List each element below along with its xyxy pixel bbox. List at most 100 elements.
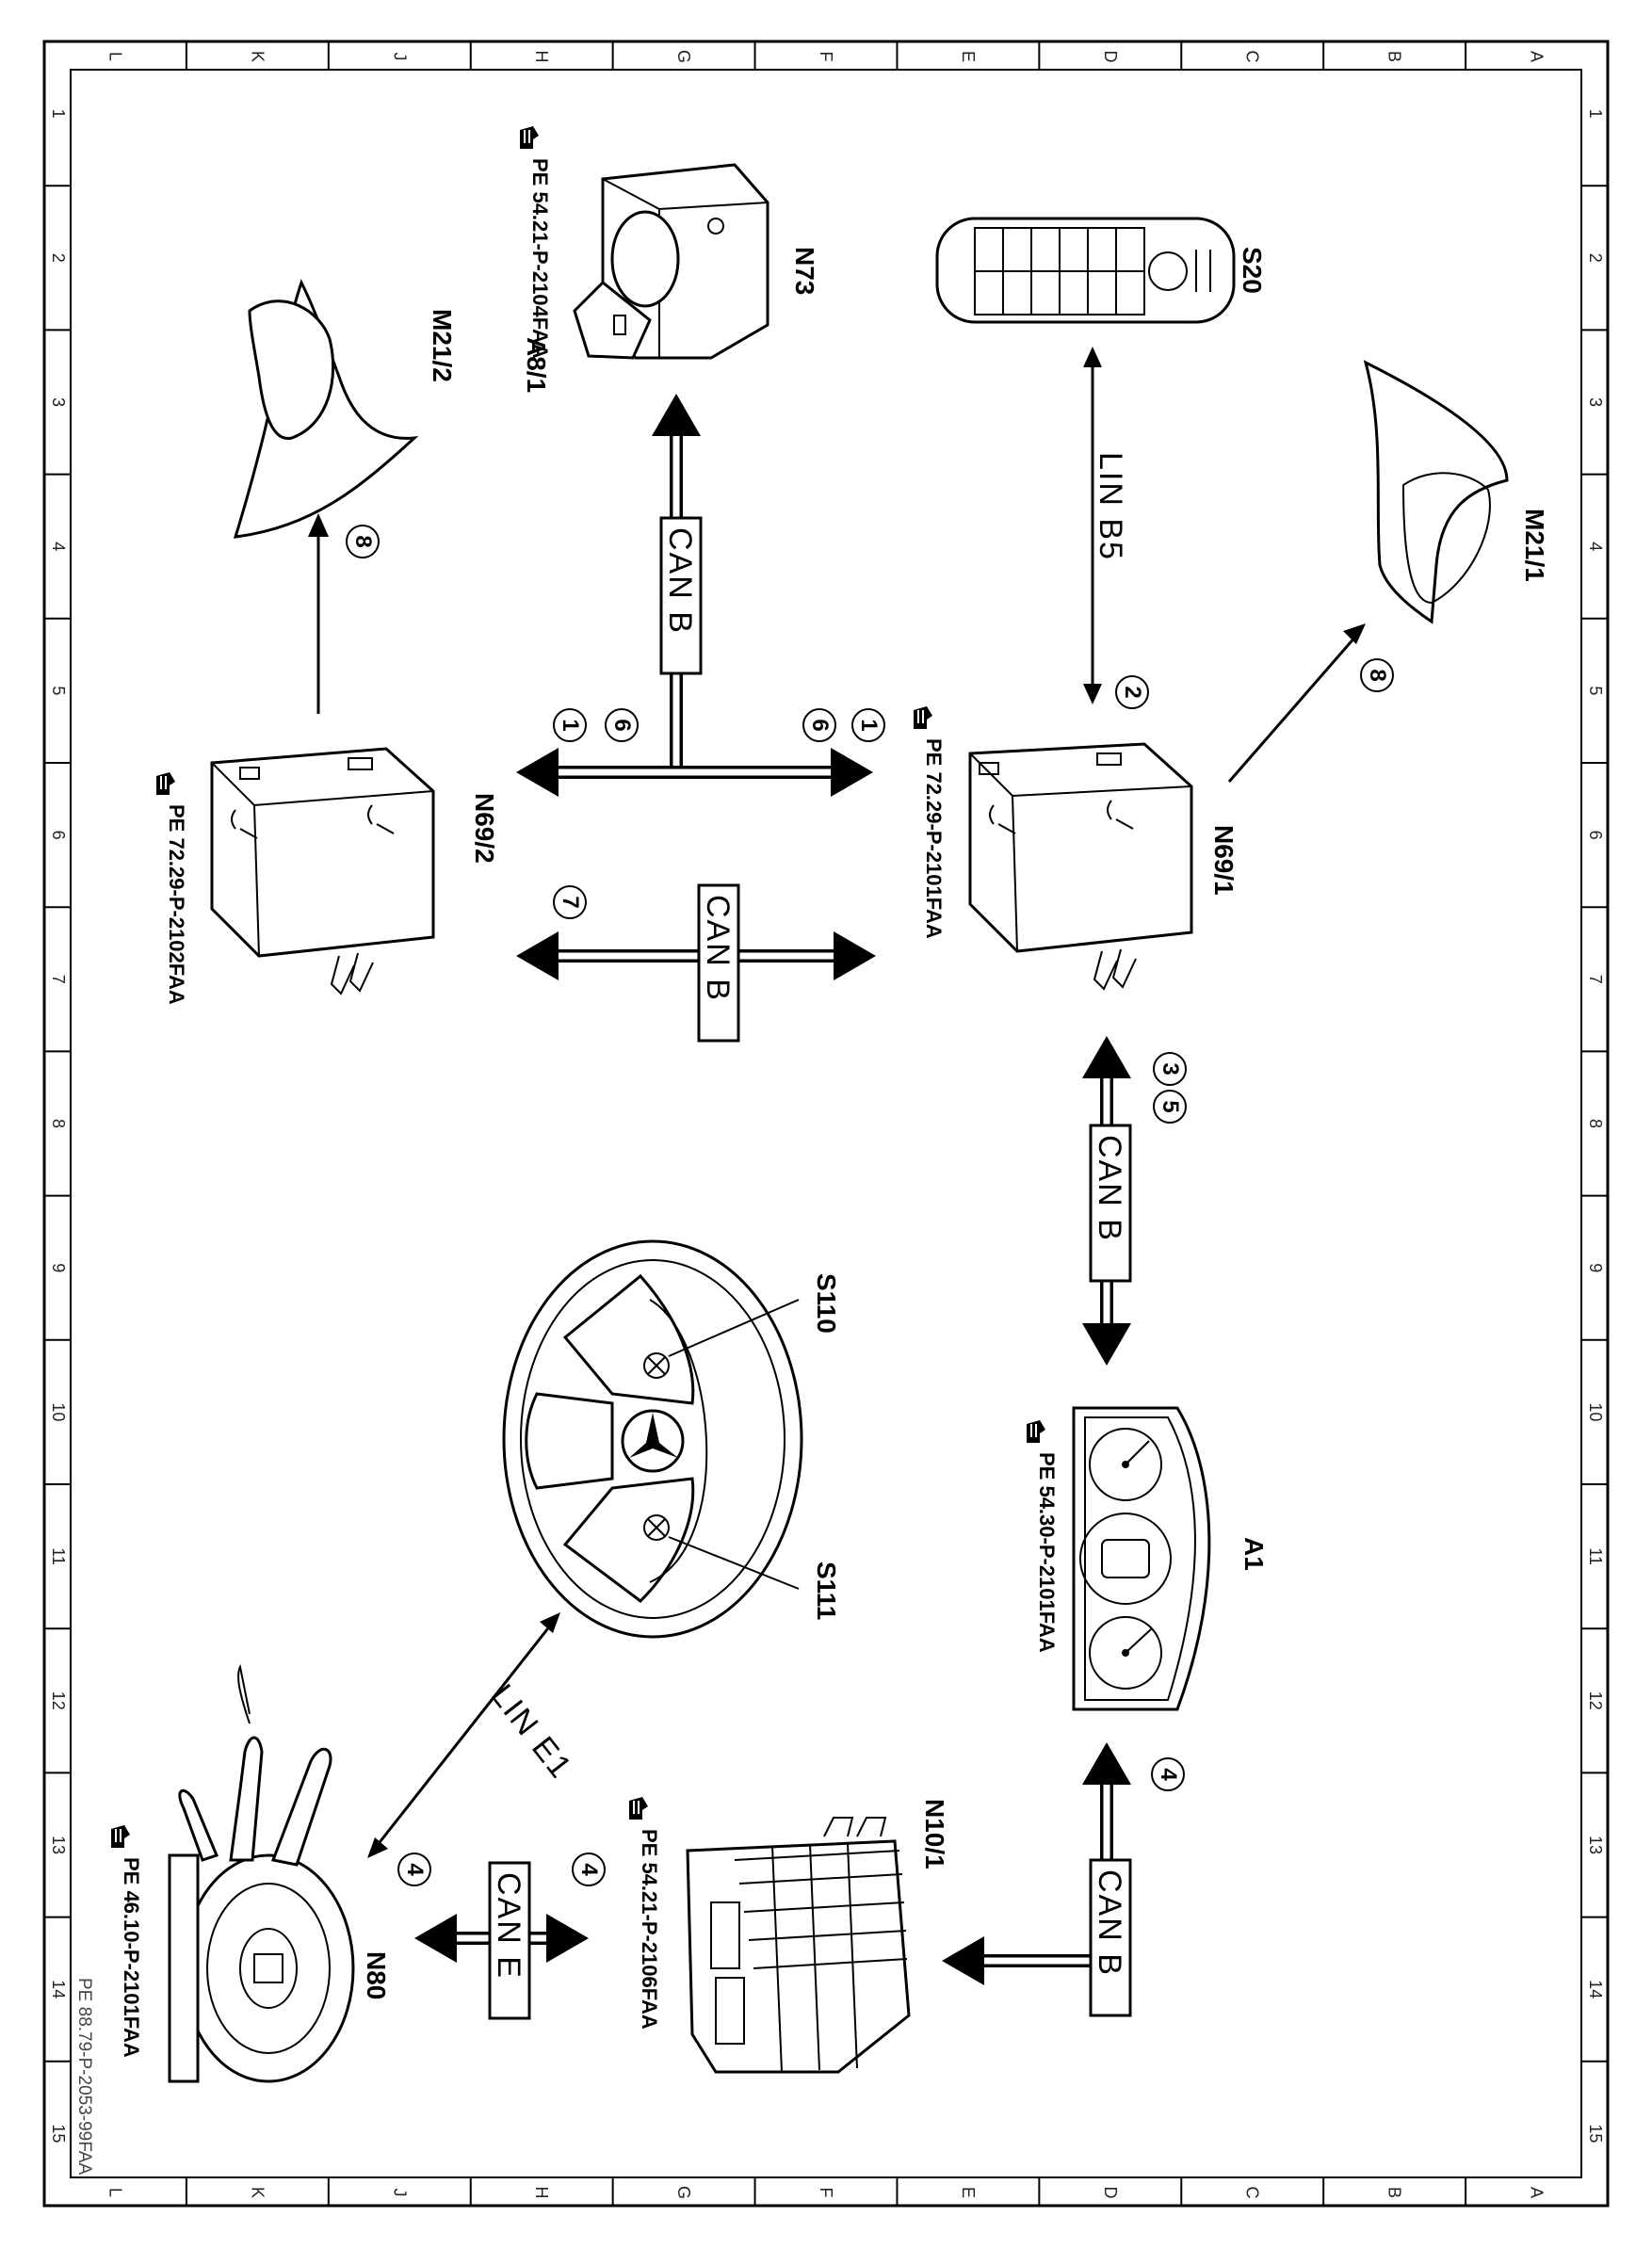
step-marker-7: 7 — [553, 885, 587, 919]
grid-row-label: 1 — [49, 109, 68, 119]
instrument-cluster-icon — [1072, 1406, 1211, 1711]
svg-text:CAN E: CAN E — [491, 1872, 526, 1980]
grid-column-label: G — [674, 50, 693, 63]
step-marker-6-left: 6 — [605, 708, 639, 742]
grid-row-label: 13 — [49, 1836, 68, 1854]
step-marker-6-right: 6 — [802, 708, 836, 742]
svg-text:PE 54.30-P-2101FAA: PE 54.30-P-2101FAA — [1035, 1452, 1059, 1653]
can-b-n69-connection — [516, 931, 876, 980]
bus-label-lin-e1: LIN E1 — [484, 1678, 579, 1787]
grid-row-label: 2 — [1586, 253, 1605, 263]
step-marker-4-a1: 4 — [1151, 1757, 1185, 1791]
sam-module-icon — [686, 1817, 911, 2074]
grid-row-label: 15 — [1586, 2124, 1605, 2143]
grid-row-label: 14 — [49, 1980, 68, 1998]
grid-row-label: 9 — [49, 1263, 68, 1272]
grid-column-label: E — [959, 51, 978, 62]
svg-text:PE 72.29-P-2101FAA: PE 72.29-P-2101FAA — [922, 738, 946, 939]
grid-row-label: 10 — [49, 1402, 68, 1421]
grid-column-label: K — [248, 2187, 267, 2198]
grid-row-label: 11 — [1586, 1547, 1605, 1565]
svg-text:CAN B: CAN B — [1092, 1869, 1127, 1977]
grid-row-label: 8 — [49, 1119, 68, 1128]
reference-a1: PE 54.30-P-2101FAA — [1026, 1419, 1059, 1653]
step-marker-4-can-e: 4 — [572, 1853, 606, 1886]
bus-label-can-b-a1: CAN B — [1089, 1124, 1132, 1283]
grid-row-label: 12 — [1586, 1691, 1605, 1710]
s110-leader — [668, 1299, 800, 1357]
steering-column-module-icon — [168, 1663, 355, 2083]
grid-column-label: K — [248, 51, 267, 62]
can-b-n73-connection — [516, 394, 873, 797]
bus-label-can-e: CAN E — [488, 1861, 531, 2020]
control-unit-icon — [968, 742, 1193, 991]
grid-column-label: J — [390, 2189, 409, 2197]
steering-wheel-icon — [502, 1239, 803, 1639]
step-marker-8-left: 8 — [346, 525, 380, 558]
grid-column-label: D — [1101, 51, 1120, 63]
component-label-m21-1: M21/1 — [1520, 509, 1549, 582]
control-unit-icon — [210, 747, 435, 995]
s111-leader — [668, 1536, 800, 1590]
reference-n10-1: PE 54.21-P-2106FAA — [628, 1796, 661, 2030]
grid-row-label: 11 — [49, 1547, 68, 1565]
grid-row-label: 13 — [1586, 1836, 1605, 1854]
svg-text:1: 1 — [558, 719, 583, 731]
grid-column-label: E — [959, 2187, 978, 2198]
grid-row-label: 7 — [1586, 975, 1605, 984]
bus-label-can-b-bottom: CAN B — [1089, 1858, 1132, 2017]
svg-text:8: 8 — [1365, 669, 1390, 681]
grid-row-label: 9 — [1586, 1263, 1605, 1272]
reference-n80: PE 46.10-P-2101FAA — [110, 1824, 143, 2058]
step-marker-5: 5 — [1153, 1090, 1187, 1124]
svg-text:3: 3 — [1158, 1062, 1183, 1075]
grid-row-label: 12 — [49, 1691, 68, 1710]
mirror-icon — [1363, 360, 1509, 624]
grid-row-label: 4 — [1586, 542, 1605, 551]
grid-column-label: D — [1101, 2187, 1120, 2199]
grid-column-label: L — [105, 52, 124, 61]
svg-text:4: 4 — [402, 1863, 428, 1876]
grid-row-label: 8 — [1586, 1119, 1605, 1128]
mirror-left-arrow — [308, 513, 329, 714]
grid-column-label: A — [1528, 51, 1547, 62]
grid-row-label: 6 — [1586, 831, 1605, 840]
grid-column-label: L — [105, 2188, 124, 2197]
component-label-s110: S110 — [812, 1273, 841, 1334]
svg-text:4: 4 — [1156, 1768, 1181, 1781]
reference-n69-1: PE 72.29-P-2101FAA — [913, 705, 946, 939]
grid-row-label: 3 — [1586, 397, 1605, 407]
grid-row-label: 15 — [49, 2124, 68, 2143]
component-label-s111: S111 — [812, 1561, 841, 1620]
svg-text:5: 5 — [1158, 1100, 1183, 1112]
reference-n73: PE 54.21-P-2104FAA — [519, 125, 552, 359]
svg-text:PE 54.21-P-2106FAA: PE 54.21-P-2106FAA — [638, 1829, 661, 2030]
document-id: PE 88.79-P-2053-99FAA — [74, 1978, 94, 2175]
grid-row-label: 1 — [1586, 109, 1605, 119]
grid-column-label: F — [817, 2188, 835, 2198]
component-label-n69-2: N69/2 — [470, 793, 499, 864]
step-marker-3: 3 — [1153, 1052, 1187, 1086]
grid-ticks — [44, 41, 1608, 2206]
mirror-icon — [233, 279, 419, 539]
ignition-switch-icon — [573, 163, 769, 360]
step-marker-2: 2 — [1115, 675, 1149, 709]
component-label-a8-1: A8/1 — [522, 337, 551, 393]
grid-column-label: C — [1243, 2187, 1262, 2199]
svg-text:PE 72.29-P-2102FAA: PE 72.29-P-2102FAA — [165, 804, 188, 1005]
grid-row-label: 4 — [49, 542, 68, 551]
mirror-right-arrow — [1227, 623, 1366, 783]
svg-text:7: 7 — [558, 896, 583, 908]
step-marker-8-right: 8 — [1360, 658, 1394, 692]
lin-b5-connection — [1083, 347, 1102, 704]
grid-row-label: 5 — [1586, 686, 1605, 695]
component-label-s20: S20 — [1238, 247, 1267, 294]
svg-text:CAN B: CAN B — [662, 527, 698, 635]
component-label-n69-1: N69/1 — [1209, 825, 1239, 896]
grid-column-label: F — [817, 52, 835, 62]
grid-column-label: H — [532, 51, 551, 63]
